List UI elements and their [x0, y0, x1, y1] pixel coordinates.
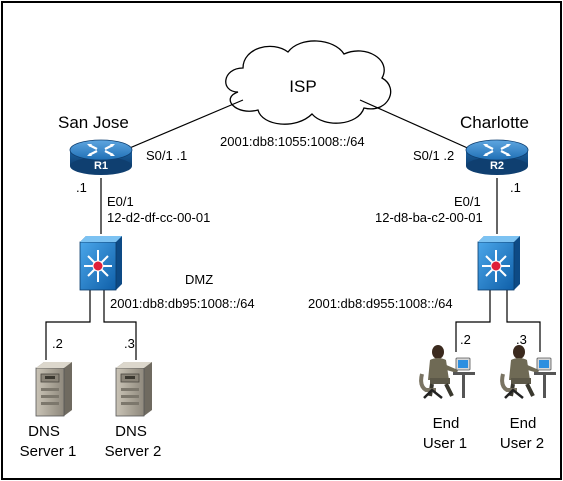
dns1-addr: .2 — [52, 336, 63, 351]
site-charlotte: Charlotte — [460, 113, 529, 132]
dns1-name-line1: DNS — [28, 423, 60, 440]
switch-icon — [477, 235, 521, 291]
r2-mac: 12-d8-ba-c2-00-01 — [375, 210, 483, 225]
dns-server-1[interactable] — [35, 361, 73, 417]
dns-server-2[interactable] — [115, 361, 153, 417]
r1-lan-host: .1 — [76, 180, 87, 195]
end-user-1[interactable] — [419, 343, 477, 400]
user1-name-line2: User 1 — [423, 435, 467, 452]
router-r1[interactable]: R1 — [68, 138, 134, 177]
router-r2-name: R2 — [490, 160, 504, 172]
r1-mac: 12-d2-df-cc-00-01 — [107, 210, 210, 225]
r1-wan-interface: S0/1 .1 — [146, 148, 187, 163]
r1-lan-interface: E0/1 — [107, 194, 134, 209]
link-sw2-user1 — [455, 290, 491, 352]
switch-icon — [79, 235, 123, 291]
user-workstation-icon — [419, 343, 477, 400]
router-r2[interactable]: R2 — [464, 138, 530, 177]
dmz-label: DMZ — [185, 272, 213, 287]
link-sw2-user2 — [506, 290, 541, 352]
link-sw1-dns1 — [45, 290, 91, 360]
r2-wan-interface: S0/1 .2 — [413, 148, 454, 163]
user-workstation-icon — [500, 343, 558, 400]
dns2-name-line1: DNS — [115, 423, 147, 440]
links — [45, 99, 541, 360]
isp-cloud: ISP — [225, 40, 392, 125]
r2-lan-interface: E0/1 — [454, 194, 481, 209]
dmz-network: 2001:db8:db95:1008::/64 — [110, 296, 255, 311]
switch-dmz[interactable] — [79, 235, 123, 291]
user2-name-line2: User 2 — [500, 435, 544, 452]
user2-addr: .3 — [516, 332, 527, 347]
link-sw1-dns2 — [103, 290, 137, 360]
server-icon — [115, 361, 153, 417]
server-icon — [35, 361, 73, 417]
user2-name-line1: End — [510, 415, 537, 432]
dns2-addr: .3 — [124, 336, 135, 351]
lan2-network: 2001:db8:d955:1008::/64 — [308, 296, 453, 311]
link-r1-isp — [124, 99, 244, 151]
end-user-2[interactable] — [500, 343, 558, 400]
user1-addr: .2 — [460, 332, 471, 347]
dns2-name-line2: Server 2 — [105, 443, 162, 460]
site-san-jose: San Jose — [58, 113, 129, 132]
dns1-name-line2: Server 1 — [20, 443, 77, 460]
isp-label: ISP — [289, 77, 316, 96]
user1-name-line1: End — [433, 415, 460, 432]
router-r1-name: R1 — [94, 160, 108, 172]
wan-network: 2001:db8:1055:1008::/64 — [220, 134, 365, 149]
r2-lan-host: .1 — [510, 180, 521, 195]
link-isp-r2 — [359, 99, 473, 151]
switch-charlotte[interactable] — [477, 235, 521, 291]
